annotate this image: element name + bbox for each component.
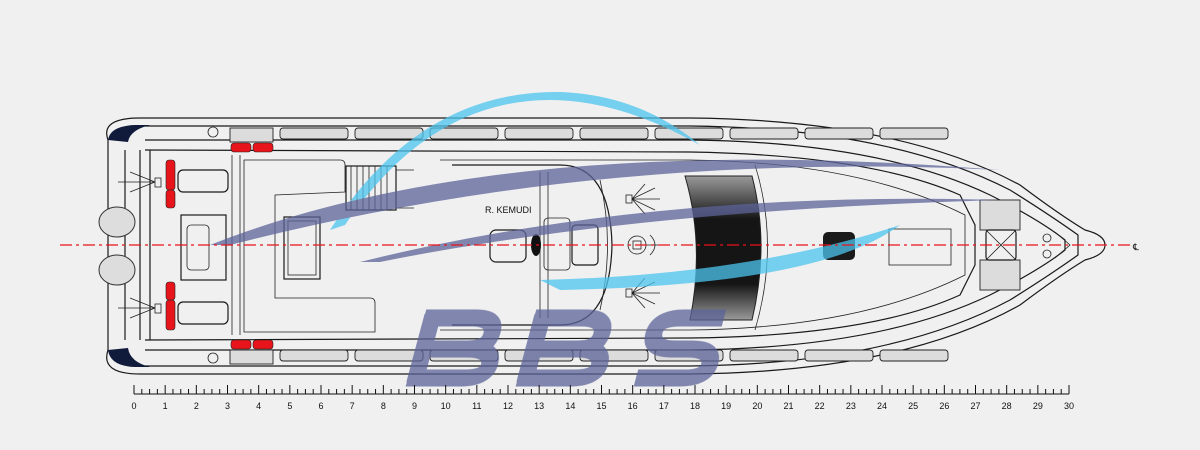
outboard-engine-starboard bbox=[98, 254, 136, 286]
ruler-tick-label: 6 bbox=[318, 401, 323, 411]
side-deck-pad bbox=[804, 349, 874, 362]
ruler-tick-label: 29 bbox=[1033, 401, 1043, 411]
ruler-tick-label: 10 bbox=[441, 401, 451, 411]
side-deck-pad bbox=[354, 127, 424, 140]
light-icon bbox=[118, 171, 162, 193]
ruler-tick-label: 13 bbox=[534, 401, 544, 411]
bollard-icon bbox=[1042, 249, 1052, 259]
ruler-tick-label: 5 bbox=[287, 401, 292, 411]
ruler-tick-label: 28 bbox=[1002, 401, 1012, 411]
ruler-tick-label: 21 bbox=[783, 401, 793, 411]
side-deck-pad bbox=[279, 349, 349, 362]
ruler-tick-label: 27 bbox=[970, 401, 980, 411]
ruler-tick-label: 15 bbox=[596, 401, 606, 411]
side-deck-pad bbox=[579, 127, 649, 140]
ruler-tick-label: 12 bbox=[503, 401, 513, 411]
cleat-icon bbox=[207, 126, 219, 138]
console bbox=[543, 217, 571, 271]
ruler-tick-label: 8 bbox=[381, 401, 386, 411]
side-deck-pad bbox=[729, 127, 799, 140]
ruler-tick-label: 9 bbox=[412, 401, 417, 411]
bbs-watermark-logo bbox=[210, 91, 1000, 387]
side-deck-pad bbox=[879, 127, 949, 140]
light-icon bbox=[625, 183, 660, 215]
helm-seat bbox=[489, 229, 527, 263]
watermark-letter-s bbox=[633, 309, 727, 387]
side-deck-pad bbox=[729, 349, 799, 362]
ruler-tick-label: 3 bbox=[225, 401, 230, 411]
stern-pad-top bbox=[229, 127, 274, 143]
ruler-tick-label: 18 bbox=[690, 401, 700, 411]
side-deck-pad bbox=[279, 127, 349, 140]
side-deck-pad bbox=[504, 127, 574, 140]
cleat-icon bbox=[207, 352, 219, 364]
ruler-tick-label: 30 bbox=[1064, 401, 1074, 411]
outboard-engines bbox=[98, 206, 136, 286]
windscreen bbox=[684, 175, 762, 321]
helm-label: R. KEMUDI bbox=[485, 205, 532, 215]
ruler-tick-label: 2 bbox=[194, 401, 199, 411]
hatch bbox=[888, 228, 952, 266]
ruler-tick-label: 0 bbox=[131, 401, 136, 411]
ruler-tick-label: 14 bbox=[565, 401, 575, 411]
stern-pad-bottom bbox=[229, 349, 274, 365]
ruler-tick-label: 22 bbox=[815, 401, 825, 411]
ruler-tick-label: 26 bbox=[939, 401, 949, 411]
side-deck-pads bbox=[279, 127, 949, 362]
red-fenders bbox=[165, 142, 274, 350]
ruler-tick-label: 7 bbox=[350, 401, 355, 411]
bollard-icon bbox=[1042, 233, 1052, 243]
stern-fender-top bbox=[108, 125, 150, 142]
outboard-engine-port bbox=[98, 206, 136, 238]
ruler-tick-label: 17 bbox=[659, 401, 669, 411]
side-deck-pad bbox=[879, 349, 949, 362]
ruler-tick-label: 23 bbox=[846, 401, 856, 411]
ruler-tick-label: 25 bbox=[908, 401, 918, 411]
light-icon bbox=[118, 297, 162, 319]
ruler-tick-label: 4 bbox=[256, 401, 261, 411]
watermark-letter-b bbox=[405, 309, 502, 387]
stern-fender-bottom bbox=[108, 348, 150, 367]
side-deck-pad bbox=[804, 127, 874, 140]
ruler-tick-label: 1 bbox=[163, 401, 168, 411]
centerline-symbol: ℄ bbox=[1132, 242, 1139, 252]
ruler-tick-label: 20 bbox=[752, 401, 762, 411]
ruler-tick-label: 24 bbox=[877, 401, 887, 411]
light-icon bbox=[625, 277, 660, 309]
watermark-letter-b bbox=[515, 309, 612, 387]
ruler-tick-label: 11 bbox=[472, 401, 481, 411]
ruler-tick-label: 19 bbox=[721, 401, 731, 411]
ruler-tick-label: 16 bbox=[628, 401, 638, 411]
